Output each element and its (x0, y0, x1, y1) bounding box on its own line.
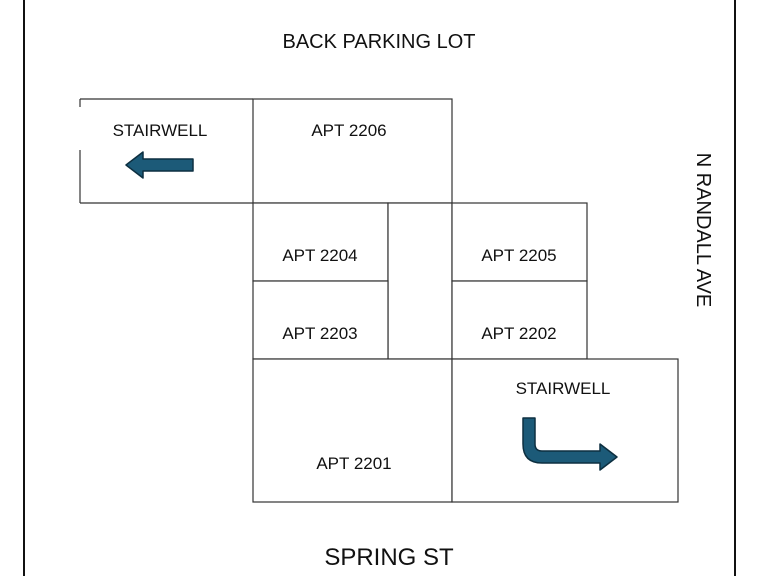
stairwell-west-label: STAIRWELL (113, 121, 208, 140)
apt-2204: APT 2204 (252, 202, 389, 282)
apt-2203: APT 2203 (252, 280, 389, 360)
apt-2201: APT 2201 (252, 358, 453, 503)
apt-2205: APT 2205 (451, 202, 588, 282)
apt-2205-label: APT 2205 (481, 246, 556, 265)
apt-2202: APT 2202 (451, 280, 588, 360)
stairwell-west: STAIRWELL (79, 98, 253, 204)
hallway (387, 202, 453, 360)
north-street-label: BACK PARKING LOT (282, 31, 475, 53)
apt-2202-label: APT 2202 (481, 324, 556, 343)
stairwell-east-label: STAIRWELL (516, 379, 611, 398)
apt-2201-label: APT 2201 (316, 454, 391, 473)
apt-2206: APT 2206 (252, 98, 453, 204)
apt-2204-label: APT 2204 (282, 246, 357, 265)
arrow-left-icon (125, 151, 194, 179)
south-street-label: SPRING ST (324, 544, 454, 571)
apt-2206-label: APT 2206 (311, 121, 386, 140)
east-street-label: N RANDALL AVE (692, 153, 714, 308)
arrow-down-then-right-icon (522, 417, 618, 471)
apt-2203-label: APT 2203 (282, 324, 357, 343)
stairwell-east: STAIRWELL (451, 358, 679, 503)
